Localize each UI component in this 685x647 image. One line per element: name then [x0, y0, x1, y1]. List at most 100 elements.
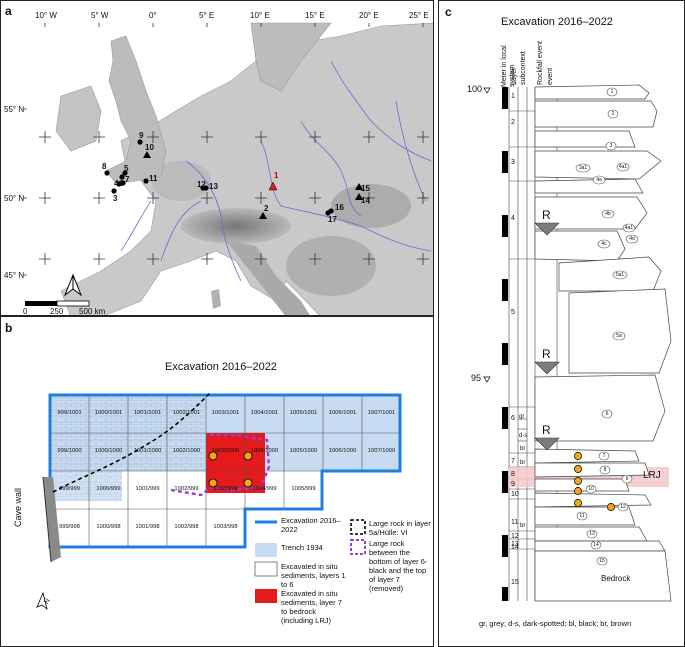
- site-label: 4: [114, 179, 119, 188]
- scale-label: 250: [50, 307, 64, 316]
- rock-id: 1: [610, 89, 614, 95]
- lat-label: 55° N: [4, 105, 25, 114]
- site-17-marker: [325, 210, 331, 216]
- scale-label: 500 km: [79, 307, 106, 316]
- site-13-marker: [203, 185, 209, 191]
- grid-cell-label: 999/1001: [57, 410, 82, 416]
- rockfall-r-label: R: [542, 347, 551, 361]
- lon-label: 0°: [149, 11, 157, 20]
- removed-rock-outline: [170, 433, 271, 497]
- site-7-marker: [119, 174, 125, 180]
- grid-cell-label: 1000/1000: [94, 448, 123, 454]
- site-label: 8: [102, 162, 107, 171]
- site-label: 7: [125, 175, 130, 184]
- rock-id: 2: [611, 111, 615, 117]
- rock-id: 11: [579, 513, 585, 519]
- great-britain-landmass: [105, 35, 167, 184]
- grid-cell-label: 1002/1000: [172, 448, 201, 454]
- subcontext-label: bl: [520, 446, 525, 452]
- meter-100-label: 100: [467, 84, 483, 94]
- lon-label: 20° E: [359, 11, 379, 20]
- grid-cell-label: 1000/1001: [94, 410, 123, 416]
- panel-b-excavation: b Excavation 2016–2022 Cave wall N 999/1…: [0, 316, 434, 647]
- legend-removed-rock-text: Large rock between the bottom of layer 6…: [369, 539, 428, 593]
- col-header-subcontext: subcontext: [520, 51, 527, 85]
- italy-landmass: [226, 241, 310, 315]
- subcontext-label: gr: [519, 414, 525, 420]
- rock-blocks: [534, 84, 672, 602]
- rockfall-markers: [534, 222, 560, 451]
- panel-a-map: a 10° W 5° W 0° 5° E 10° E 15° E 20° E 2…: [0, 0, 434, 316]
- site-label: 10: [145, 143, 154, 152]
- layer-number: 5: [511, 309, 515, 316]
- rock-id: 4d: [629, 236, 635, 242]
- site-6-marker: [120, 180, 126, 186]
- legend-insitu-7-text: Excavated in situ sediments, layer 7 to …: [281, 589, 342, 625]
- layer-number: 1: [511, 93, 515, 100]
- grid-cell-label: 1003/1001: [211, 410, 240, 416]
- site-label: 13: [209, 182, 218, 191]
- lon-label: 5° E: [199, 11, 215, 20]
- rockfall-r-label: R: [542, 423, 551, 437]
- site-9-marker: [137, 139, 143, 145]
- site-label: 2: [264, 204, 269, 213]
- grid-cell-label: 1004/999: [252, 486, 277, 492]
- grid-cell-label: 1005/1000: [289, 448, 318, 454]
- sample-markers: [208, 451, 253, 488]
- subcontext-label: d-s: [519, 433, 528, 439]
- site-label: 12: [197, 180, 206, 189]
- site-label: 14: [361, 196, 370, 205]
- site-label: 5: [124, 164, 129, 173]
- grid-cell-label: 1002/998: [174, 524, 199, 530]
- subcontext-label: br: [520, 460, 526, 466]
- grid-cell-label: 1003/998: [213, 524, 238, 530]
- rock-id: 10: [588, 486, 594, 492]
- excavation-svg: [36, 391, 402, 611]
- site-3-marker: [111, 188, 117, 194]
- lon-label: 10° W: [35, 11, 57, 20]
- panel-c-title: Excavation 2016–2022: [501, 16, 613, 28]
- rock-id: 4a1: [624, 225, 634, 231]
- grid-cell-label: 1005/999: [291, 486, 316, 492]
- bedrock-label: Bedrock: [601, 574, 631, 583]
- site-markers: [104, 139, 363, 219]
- rock-id: 4a: [596, 177, 602, 183]
- layer-number: 9: [511, 481, 515, 488]
- cave-wall-icon: [42, 476, 61, 563]
- panel-c-stratigraphy: c Excavation 2016–2022 Meter in local sy…: [438, 0, 685, 647]
- grid-cell-label: 1004/1000: [250, 448, 279, 454]
- map-svg: [1, 1, 433, 315]
- grid-cell-label: 1000/998: [96, 524, 121, 530]
- lon-label: 15° E: [305, 11, 325, 20]
- grid-cell-label: 1005/1001: [289, 410, 318, 416]
- stratigraphy-svg: [483, 84, 672, 602]
- panel-b-title: Excavation 2016–2022: [165, 361, 277, 373]
- lrj-label: LRJ: [643, 470, 661, 481]
- rock-id: 15: [599, 558, 605, 564]
- site-10-marker: [143, 151, 151, 158]
- grid-cell-label: 999/1000: [57, 448, 82, 454]
- legend-insitu-1-6-text: Excavated in situ sediments, layers 1 to…: [281, 562, 346, 589]
- rock-id: 13: [589, 531, 595, 537]
- legend-trench-text: Trench 1934: [281, 543, 323, 552]
- site-label: 1: [274, 171, 279, 180]
- grid-cell-label: 1001/1000: [133, 448, 162, 454]
- rock-id: 4a1: [618, 164, 628, 170]
- grid-cell-label: 1006/1000: [328, 448, 357, 454]
- grid-cell-label: 1001/998: [135, 524, 160, 530]
- legend-swatch-removed-rock: [350, 539, 366, 555]
- subcontext-label: br: [520, 523, 526, 529]
- rock-id: 12: [620, 504, 626, 510]
- site-label: 3: [113, 194, 118, 203]
- grid-cell-label: 1006/1001: [328, 410, 357, 416]
- site-1-marker: [268, 181, 278, 191]
- layer-number: 15: [511, 579, 519, 586]
- rock-id: 9: [625, 476, 629, 482]
- site-8-marker: [104, 170, 110, 176]
- layer-number: 6: [511, 415, 515, 422]
- rock-id: 14: [593, 542, 599, 548]
- layer-number: 4: [511, 215, 515, 222]
- grid-cell-label: 1007/1001: [367, 410, 396, 416]
- layer-number: 14: [511, 544, 519, 551]
- site-label: 15: [361, 184, 370, 193]
